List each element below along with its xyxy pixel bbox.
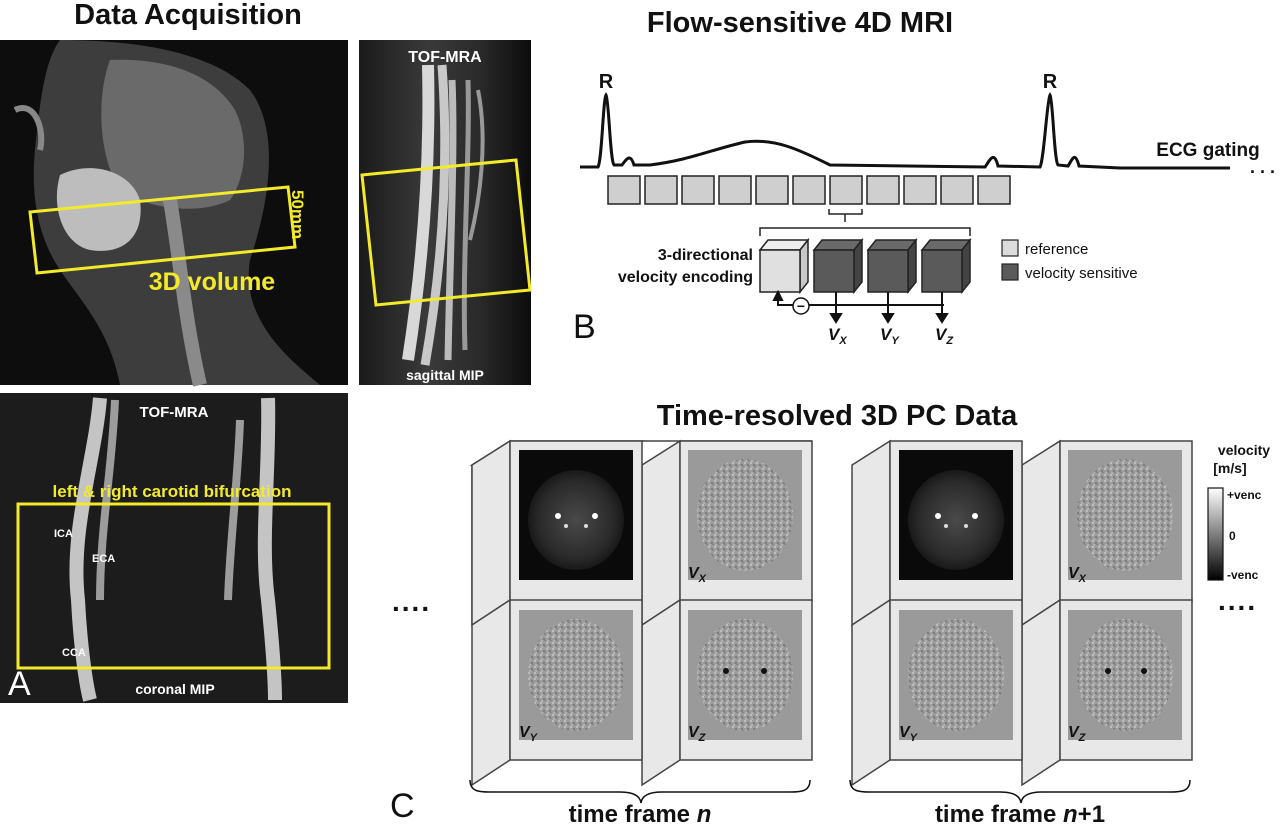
acquisition-segments bbox=[607, 175, 1011, 205]
vx-image-label-n: VX bbox=[688, 565, 707, 585]
zoom-bracket bbox=[759, 209, 971, 236]
thickness-label: 50mm bbox=[288, 190, 307, 239]
velocity-cube-z bbox=[920, 237, 972, 295]
legend-label-velocity: velocity sensitive bbox=[1025, 265, 1138, 282]
panel-c: Time-resolved 3D PC Data bbox=[390, 400, 1270, 826]
frame-n1-brace bbox=[849, 779, 1191, 804]
ellipsis-right: .... bbox=[1218, 585, 1257, 616]
reference-cube bbox=[758, 237, 810, 295]
colorbar-title-1: velocity bbox=[1218, 442, 1270, 458]
panel-a: Data Acquisition 3D volume 50mm TOF-MRA … bbox=[0, 0, 532, 703]
legend-swatch-reference bbox=[1001, 239, 1019, 257]
panel-a-letter: A bbox=[8, 665, 31, 703]
r-peak-label-2: R bbox=[1043, 71, 1058, 93]
legend-swatch-velocity bbox=[1001, 263, 1019, 281]
sagittal-mip-label: sagittal MIP bbox=[406, 367, 484, 383]
sagittal-head-image: 3D volume 50mm bbox=[0, 40, 348, 387]
vy-image-label-n1: VY bbox=[899, 724, 919, 744]
encoding-label-2: velocity encoding bbox=[618, 269, 753, 286]
frame-label-n1: time frame n+1 bbox=[935, 801, 1105, 826]
frame-n1-stack: VX VY VZ bbox=[851, 439, 1193, 787]
legend: reference velocity sensitive bbox=[1001, 239, 1138, 282]
eca-label: ECA bbox=[92, 553, 115, 565]
legend-label-reference: reference bbox=[1025, 241, 1088, 258]
sagittal-mip-image: TOF-MRA sagittal MIP bbox=[359, 40, 532, 385]
frame-n-brace bbox=[469, 779, 811, 804]
sagittal-volume-box bbox=[360, 158, 532, 307]
frame-n-stack: VX VY VZ bbox=[469, 439, 813, 787]
bifurcation-label: left & right carotid bifurcation bbox=[53, 482, 292, 501]
ecg-label: ECG gating bbox=[1156, 140, 1259, 161]
minus-symbol: − bbox=[797, 298, 805, 314]
ecg-ellipsis: . . . bbox=[1250, 157, 1275, 177]
cca-label: CCA bbox=[62, 647, 86, 659]
vy-label: VY bbox=[880, 325, 900, 347]
vz-label: VZ bbox=[935, 325, 954, 347]
vz-image-label-n1: VZ bbox=[1068, 724, 1087, 744]
coronal-mip-label: coronal MIP bbox=[135, 681, 214, 697]
subtraction-arrows bbox=[772, 289, 949, 324]
frame-label-n: time frame n bbox=[569, 801, 712, 826]
coronal-mip-image: TOF-MRA left & right carotid bifurcation… bbox=[0, 393, 348, 703]
panel-b: Flow-sensitive 4D MRI R R ECG gating . .… bbox=[573, 7, 1275, 347]
volume-label: 3D volume bbox=[149, 268, 276, 296]
vy-image-label-n: VY bbox=[519, 724, 539, 744]
ecg-trace bbox=[580, 92, 1230, 170]
velocity-colorbar: velocity [m/s] +venc 0 -venc bbox=[1207, 442, 1270, 582]
colorbar-title-2: [m/s] bbox=[1213, 460, 1246, 476]
tof-mra-label-coronal: TOF-MRA bbox=[140, 404, 209, 421]
panel-c-letter: C bbox=[390, 787, 415, 825]
colorbar-tick-mid: 0 bbox=[1229, 529, 1236, 543]
vx-image-label-n1: VX bbox=[1068, 565, 1087, 585]
panel-a-title: Data Acquisition bbox=[74, 0, 302, 31]
bifurcation-box bbox=[16, 502, 331, 670]
colorbar-tick-bottom: -venc bbox=[1227, 568, 1259, 582]
velocity-cube-x bbox=[812, 237, 864, 295]
volume-box bbox=[28, 185, 297, 275]
velocity-cube-y bbox=[866, 237, 918, 295]
panel-b-title: Flow-sensitive 4D MRI bbox=[647, 7, 953, 39]
panel-b-letter: B bbox=[573, 308, 596, 346]
r-peak-label-1: R bbox=[599, 71, 614, 93]
vx-label: VX bbox=[828, 325, 847, 347]
ellipsis-left: .... bbox=[392, 586, 431, 617]
ica-label: ICA bbox=[54, 528, 73, 540]
panel-c-title: Time-resolved 3D PC Data bbox=[657, 400, 1018, 432]
colorbar-tick-top: +venc bbox=[1227, 488, 1262, 502]
vz-image-label-n: VZ bbox=[688, 724, 707, 744]
tof-mra-label-top: TOF-MRA bbox=[408, 49, 482, 66]
encoding-label-1: 3-directional bbox=[658, 247, 753, 264]
